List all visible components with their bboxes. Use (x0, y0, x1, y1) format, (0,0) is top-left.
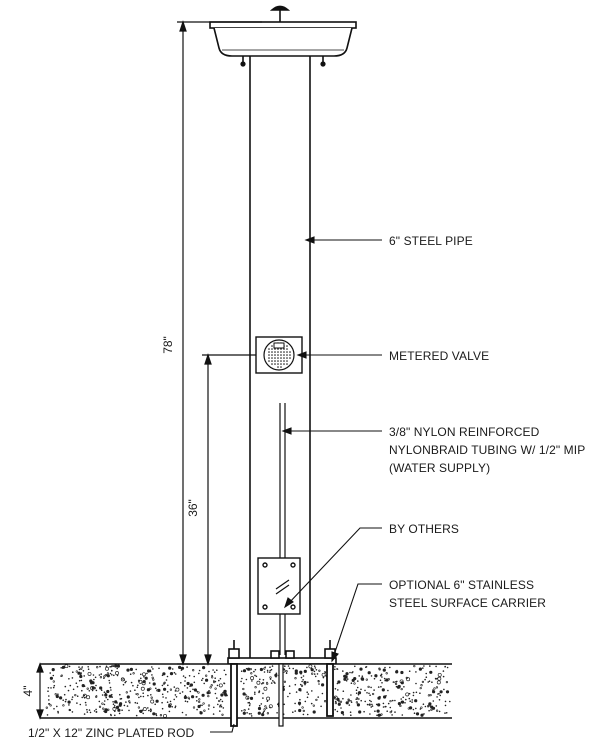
label-carrier-line1: OPTIONAL 6" STAINLESS (389, 578, 534, 592)
dimension-78-label: 78" (161, 336, 175, 354)
leader-lines (210, 236, 382, 733)
label-zinc-rod: 1/2" X 12" ZINC PLATED ROD (28, 726, 195, 740)
dimension-slab-thickness (36, 662, 44, 720)
dimension-overall-height (177, 20, 262, 666)
steel-pipe-column (249, 56, 311, 662)
label-metered-valve: METERED VALVE (389, 349, 489, 363)
dimension-36-label: 36" (186, 499, 200, 517)
concrete-slab (40, 663, 452, 719)
metered-valve-plate (255, 336, 303, 374)
label-carrier-line2: STEEL SURFACE CARRIER (389, 596, 546, 610)
dimension-valve-height (202, 353, 256, 666)
label-tubing-line1: 3/8" NYLON REINFORCED (389, 425, 540, 439)
access-plate (257, 557, 301, 615)
label-steel-pipe: 6" STEEL PIPE (389, 234, 473, 248)
label-tubing-line2: NYLONBRAID TUBING W/ 1/2" MIP (389, 443, 585, 457)
anchor-rods (230, 663, 334, 727)
water-supply-tubing (279, 403, 286, 655)
surface-carrier (227, 640, 337, 665)
fountain-bowl (209, 5, 357, 67)
label-by-others: BY OTHERS (389, 522, 459, 536)
dimension-4-label: 4" (21, 686, 35, 697)
label-tubing-line3: (WATER SUPPLY) (389, 461, 490, 475)
